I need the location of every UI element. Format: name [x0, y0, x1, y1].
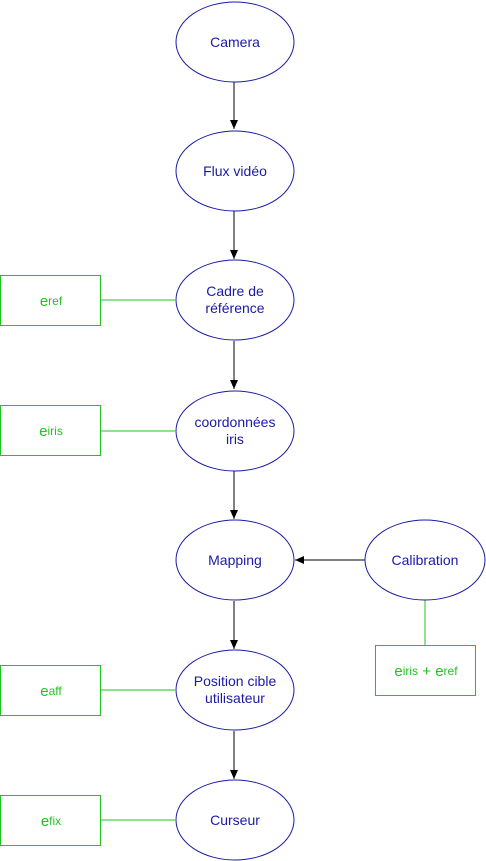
error-aff-base: e — [40, 682, 49, 700]
error-box-aff — [0, 665, 101, 716]
error-box-ref — [0, 275, 101, 326]
node-coord-label: coordonnées iris — [176, 409, 294, 453]
node-flux-video — [175, 130, 295, 212]
camera-text: Camera — [210, 33, 260, 50]
error-box-iris — [0, 405, 101, 456]
node-cadre-reference — [175, 259, 295, 341]
calibration-text: Calibration — [391, 551, 459, 568]
error-box-fix — [0, 795, 101, 846]
node-flux-label: Flux vidéo — [176, 151, 294, 191]
node-camera — [175, 1, 295, 83]
error-calib-base2: e — [435, 662, 444, 680]
node-position-label: Position cible utilisateur — [176, 668, 294, 712]
error-calib-plus: + — [418, 662, 436, 680]
curseur-text: Curseur — [210, 811, 260, 828]
node-coordonnees-iris — [175, 390, 295, 472]
error-fix-base: e — [40, 812, 50, 830]
node-camera-label: Camera — [176, 22, 294, 62]
error-iris-base: e — [39, 422, 48, 440]
cadre-line1: Cadre de — [206, 283, 264, 299]
mapping-text: Mapping — [208, 551, 262, 568]
node-calibration — [364, 519, 486, 601]
node-mapping — [175, 519, 295, 601]
node-mapping-label: Mapping — [176, 540, 294, 580]
node-calibration-label: Calibration — [365, 540, 485, 580]
position-line2: utilisateur — [205, 690, 265, 706]
error-calib-base1: e — [394, 662, 403, 680]
coord-line2: iris — [226, 431, 244, 447]
flux-text: Flux vidéo — [203, 162, 267, 179]
coord-line1: coordonnées — [194, 414, 276, 430]
error-box-calib — [375, 645, 476, 696]
node-curseur-label: Curseur — [176, 800, 294, 840]
node-curseur — [175, 779, 295, 861]
error-ref-base: e — [39, 292, 49, 310]
node-cadre-label: Cadre de référence — [176, 278, 294, 322]
node-position-cible — [175, 649, 295, 731]
cadre-line2: référence — [205, 300, 265, 316]
position-line1: Position cible — [193, 673, 277, 689]
